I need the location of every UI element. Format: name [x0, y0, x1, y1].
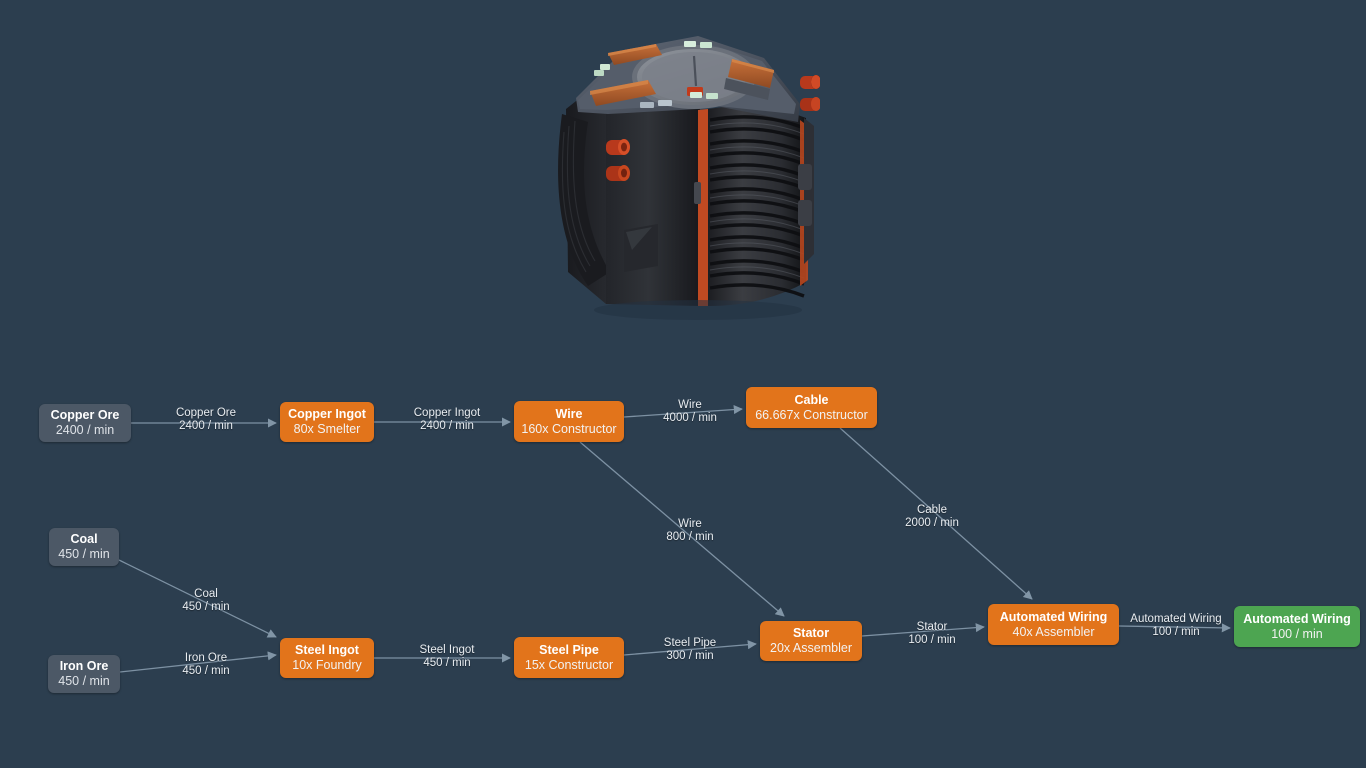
edge-label-copper-ingot: Copper Ingot 2400 / min [414, 407, 481, 434]
node-subtitle: 160x Constructor [521, 421, 617, 436]
edge-label-rate: 2400 / min [420, 420, 474, 433]
edge-label-cable: Cable 2000 / min [905, 504, 959, 531]
node-title: Iron Ore [59, 659, 109, 674]
edge-label-rate: 100 / min [908, 634, 956, 647]
edge-label-rate: 4000 / min [663, 412, 717, 425]
node-wire[interactable]: Wire 160x Constructor [514, 401, 624, 442]
node-steel-ingot[interactable]: Steel Ingot 10x Foundry [280, 638, 374, 678]
edge-label-rate: 450 / min [182, 601, 230, 614]
edge-label-wire-cable: Wire 4000 / min [663, 399, 717, 426]
edge-label-rate: 800 / min [666, 531, 714, 544]
node-title: Copper Ore [50, 408, 120, 423]
node-subtitle: 80x Smelter [293, 422, 361, 436]
node-cable[interactable]: Cable 66.667x Constructor [746, 387, 877, 428]
node-subtitle: 10x Foundry [292, 658, 362, 672]
edge-label-iron-ore: Iron Ore 450 / min [182, 652, 229, 679]
node-title: Wire [555, 406, 583, 421]
node-automated-wiring[interactable]: Automated Wiring 40x Assembler [988, 604, 1119, 645]
node-subtitle: 40x Assembler [1012, 624, 1095, 639]
node-title: Stator [792, 626, 830, 641]
edge-label-steel-pipe: Steel Pipe 300 / min [664, 637, 716, 664]
edge-label-name: Copper Ore [175, 407, 237, 419]
edge-label-automated-wiring: Automated Wiring 100 / min [1130, 613, 1221, 640]
edge-label-rate: 2400 / min [179, 420, 233, 433]
node-coal[interactable]: Coal 450 / min [49, 528, 119, 566]
edge-label-name: Automated Wiring [1130, 613, 1222, 625]
node-title: Copper Ingot [288, 407, 366, 422]
node-title: Cable [794, 392, 829, 407]
edge-label-name: Steel Ingot [419, 644, 475, 656]
node-copper-ingot[interactable]: Copper Ingot 80x Smelter [280, 402, 374, 442]
node-iron-ore[interactable]: Iron Ore 450 / min [48, 655, 120, 693]
edge-label-steel-ingot: Steel Ingot 450 / min [420, 644, 475, 671]
edge-label-rate: 450 / min [423, 657, 471, 670]
edge-label-stator: Stator 100 / min [908, 621, 955, 648]
node-title: Automated Wiring [999, 609, 1108, 624]
node-copper-ore[interactable]: Copper Ore 2400 / min [39, 404, 131, 442]
node-title: Steel Pipe [539, 642, 599, 657]
edge-label-name: Iron Ore [184, 652, 228, 664]
edge-label-rate: 100 / min [1152, 626, 1200, 639]
node-title: Automated Wiring [1243, 611, 1351, 626]
node-title: Steel Ingot [295, 643, 359, 658]
edge-label-coal: Coal 450 / min [182, 588, 229, 615]
edge-label-name: Coal [194, 588, 218, 600]
node-title: Coal [70, 532, 98, 547]
edge-label-name: Wire [678, 399, 702, 411]
node-steel-pipe[interactable]: Steel Pipe 15x Constructor [514, 637, 624, 678]
assembler-machine-render [548, 14, 820, 320]
node-subtitle: 66.667x Constructor [755, 407, 868, 422]
edge-label-rate: 300 / min [666, 650, 714, 663]
edge-label-rate: 2000 / min [905, 517, 959, 530]
edge-label-name: Stator [916, 621, 948, 633]
edge-label-wire-stator: Wire 800 / min [666, 518, 713, 545]
edge-label-name: Cable [916, 504, 948, 516]
node-automated-wiring-output[interactable]: Automated Wiring 100 / min [1234, 606, 1360, 647]
node-subtitle: 2400 / min [55, 423, 115, 437]
node-subtitle: 450 / min [58, 547, 110, 561]
edge-label-name: Wire [678, 518, 702, 530]
node-subtitle: 20x Assembler [770, 641, 852, 655]
edge-label-rate: 450 / min [182, 665, 230, 678]
edge-label-name: Copper Ingot [413, 407, 481, 419]
node-stator[interactable]: Stator 20x Assembler [760, 621, 862, 661]
node-subtitle: 15x Constructor [524, 657, 614, 672]
edge-label-copper-ore: Copper Ore 2400 / min [176, 407, 236, 434]
node-subtitle: 450 / min [58, 674, 110, 688]
node-subtitle: 100 / min [1271, 626, 1323, 641]
edge-label-name: Steel Pipe [663, 637, 717, 649]
